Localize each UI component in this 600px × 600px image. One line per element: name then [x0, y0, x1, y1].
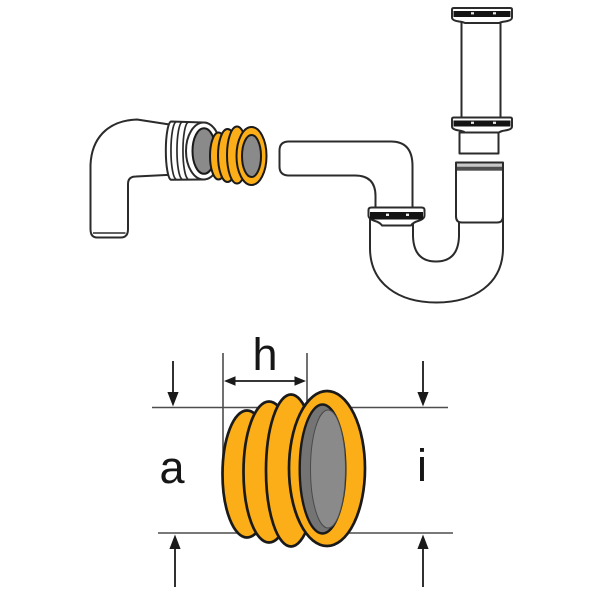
rubber-gasket: [209, 125, 268, 186]
down-arrow-left: [167, 361, 179, 407]
up-arrow-right: [417, 534, 429, 587]
label-i: i: [417, 440, 427, 491]
tailpiece: [458, 131, 500, 155]
gasket-detail: [221, 389, 367, 548]
trap-inlet-socket: [455, 161, 504, 224]
outlet-pipe: [278, 140, 414, 215]
gasket-bore: [310, 409, 346, 529]
elbow-socket: [164, 120, 222, 181]
union-nut: [367, 206, 426, 227]
label-h: h: [252, 329, 277, 380]
label-a: a: [159, 442, 185, 493]
inlet-tube: [460, 20, 502, 119]
elbow-body: [89, 118, 177, 239]
dimension-h-arrow: [224, 376, 306, 386]
down-arrow-right: [417, 361, 429, 407]
dimension-drawing: h a i: [152, 329, 453, 587]
elbow-pipe: [89, 118, 222, 239]
up-arrow-left: [169, 534, 181, 587]
lower-flange-nut: [451, 116, 513, 134]
gasket-bore: [241, 134, 262, 178]
top-flange-nut: [451, 7, 513, 24]
p-trap-siphon: [278, 7, 513, 304]
